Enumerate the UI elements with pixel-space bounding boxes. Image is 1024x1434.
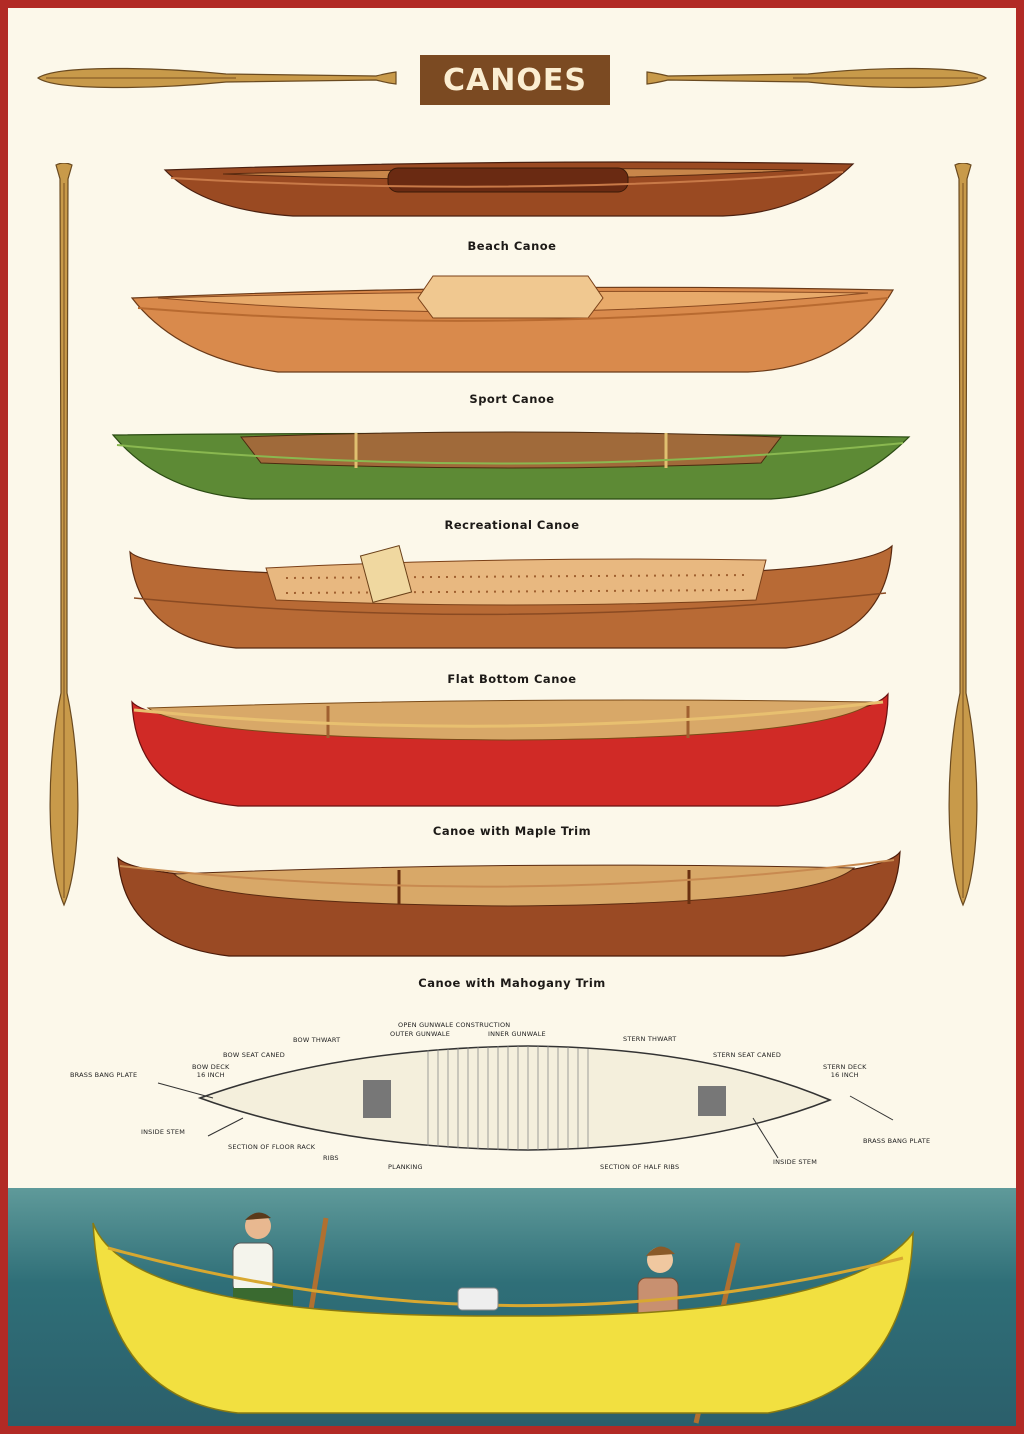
diagram-label: BOW SEAT CANED <box>223 1051 285 1059</box>
diagram-label: OUTER GUNWALE <box>390 1030 451 1038</box>
paddle-left <box>49 163 79 907</box>
diagram-label: OPEN GUNWALE CONSTRUCTION <box>398 1021 511 1029</box>
diagram-label: INSIDE STEM <box>141 1128 186 1136</box>
canoe-label: Sport Canoe <box>469 392 555 406</box>
paddle-top-left <box>36 67 397 89</box>
diagram-label: STERN SEAT CANED <box>713 1051 782 1059</box>
canoe-label: Beach Canoe <box>467 239 557 253</box>
diagram-label: INNER GUNWALE <box>488 1030 546 1038</box>
canoe-sport <box>130 275 895 373</box>
canoes-poster: CANOES Beach Canoe Sport Canoe Recreatio… <box>8 8 1016 1426</box>
canoe-maple-trim <box>131 692 889 807</box>
bow-deck-size: 16 INCH <box>196 1071 225 1079</box>
canoe-recreational <box>111 431 911 500</box>
canoe-flat-bottom <box>129 544 893 649</box>
diagram-label: BRASS BANG PLATE <box>863 1137 931 1145</box>
diagram-label: BOW THWART <box>293 1036 341 1044</box>
stern-deck-label: STERN DECK <box>823 1063 867 1071</box>
title-box: CANOES <box>420 55 610 105</box>
diagram-label: STERN THWART <box>623 1035 677 1043</box>
page-title: CANOES <box>443 62 587 98</box>
bow-deck-label: BOW DECK <box>192 1063 230 1071</box>
diagram-label: INSIDE STEM <box>773 1158 818 1166</box>
canoe-construction-diagram <box>157 1045 894 1159</box>
canoe-label: Flat Bottom Canoe <box>447 672 577 686</box>
diagram-label: SECTION OF HALF RIBS <box>600 1163 680 1171</box>
paddle-right <box>948 163 978 907</box>
paddle-top-right <box>646 67 988 89</box>
stern-deck-size: 16 INCH <box>830 1071 859 1079</box>
canoe-label: Recreational Canoe <box>444 518 580 532</box>
canoe-beach <box>163 161 855 217</box>
diagram-label: BRASS BANG PLATE <box>70 1071 138 1079</box>
diagram-label: SECTION OF FLOOR RACK <box>228 1143 316 1151</box>
canoe-mahogany-trim <box>117 850 901 957</box>
yellow-canoe-scene <box>92 1212 914 1424</box>
diagram-label: RIBS <box>323 1154 339 1162</box>
canoe-label: Canoe with Mahogany Trim <box>418 976 606 990</box>
diagram-label: PLANKING <box>388 1163 423 1171</box>
canoe-label: Canoe with Maple Trim <box>432 824 592 838</box>
